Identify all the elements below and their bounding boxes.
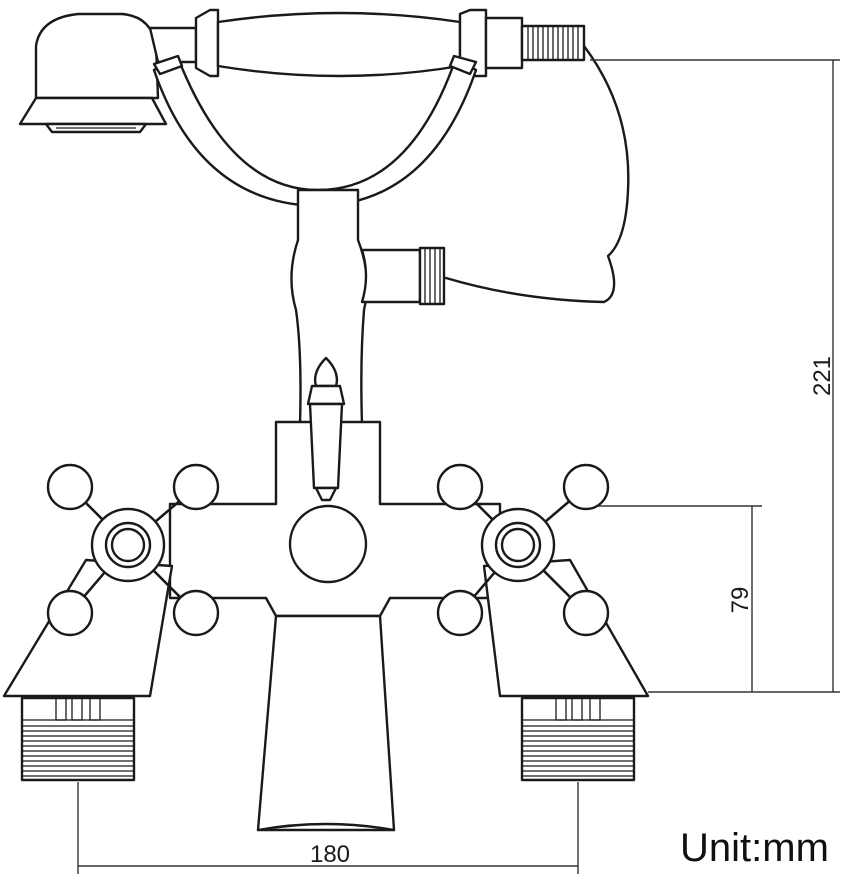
dimension-inlet-spacing: 180 bbox=[77, 782, 579, 874]
handset-cradle bbox=[152, 54, 478, 208]
center-valve-cap bbox=[288, 504, 368, 584]
left-cross-handle bbox=[46, 463, 220, 637]
handle-height-label: 79 bbox=[727, 587, 754, 614]
left-inlet bbox=[20, 696, 136, 782]
right-inlet bbox=[520, 696, 636, 782]
hose-thread-top bbox=[527, 26, 579, 60]
diverter-lever bbox=[306, 356, 346, 502]
shower-hose bbox=[444, 44, 630, 304]
right-cross-handle bbox=[436, 463, 610, 637]
handset-grip bbox=[194, 8, 586, 78]
inlet-spacing-label: 180 bbox=[310, 841, 350, 868]
dimension-handle-height: 79 bbox=[598, 505, 762, 692]
unit-label: Unit:mm bbox=[680, 826, 829, 870]
riser-column bbox=[290, 188, 446, 426]
left-valve-shroud bbox=[2, 558, 174, 698]
dimension-total-height: 221 bbox=[590, 59, 840, 693]
hose-outlet-thread bbox=[424, 248, 441, 304]
bath-spout bbox=[256, 614, 396, 832]
total-height-label: 221 bbox=[809, 356, 836, 396]
